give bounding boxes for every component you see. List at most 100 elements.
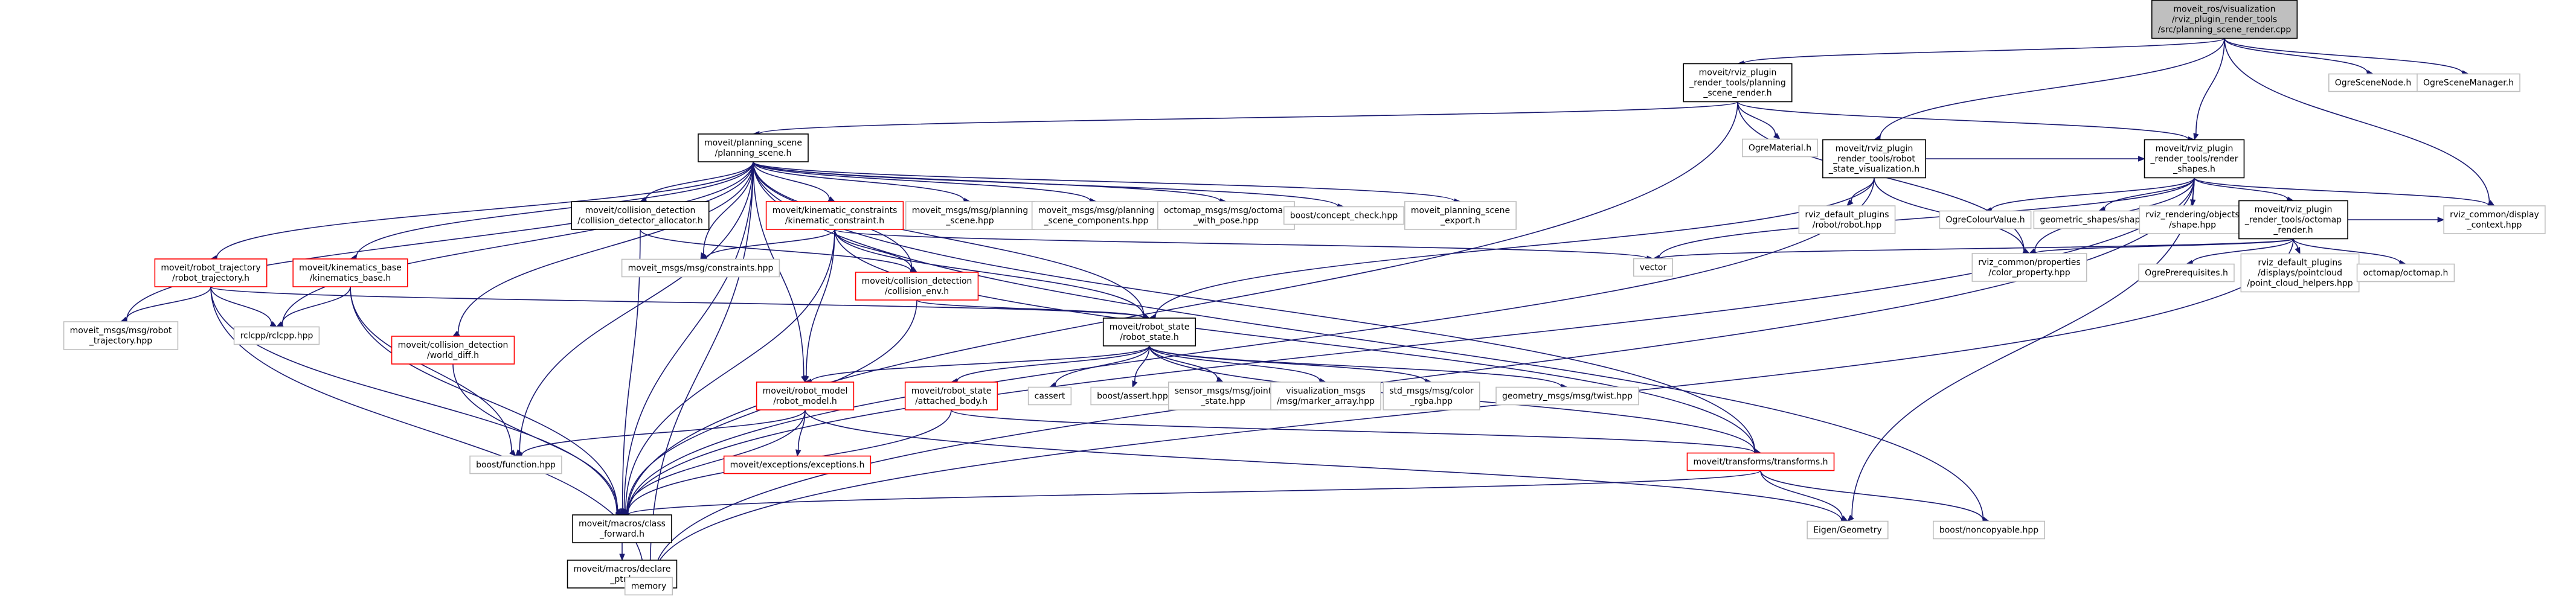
node-box bbox=[1283, 206, 1405, 225]
node-ps[interactable]: moveit/planning_scene/planning_scene.h bbox=[698, 133, 809, 162]
edge-line bbox=[1149, 345, 1218, 380]
node-box bbox=[1157, 201, 1295, 230]
edge-root-psr bbox=[1736, 37, 2225, 66]
node-rgba[interactable]: std_msgs/msg/color_rgba.hpp bbox=[1383, 382, 1480, 410]
node-label-line: octomap_msgs/msg/octomap bbox=[1164, 206, 1288, 215]
node-box bbox=[2356, 263, 2455, 283]
node-label-line: _state.hpp bbox=[1200, 397, 1245, 406]
edge-tf-noncopy bbox=[1760, 470, 1990, 523]
node-cassert[interactable]: cassert bbox=[1027, 386, 1072, 406]
edge-line bbox=[216, 161, 754, 258]
node-pch[interactable]: rviz_default_plugins/displays/pointcloud… bbox=[2240, 253, 2360, 293]
node-label-line: octomap/octomap.h bbox=[2363, 269, 2449, 278]
edge-kb-cf bbox=[350, 286, 623, 516]
edge-line bbox=[1879, 38, 2225, 138]
node-pscmsg[interactable]: moveit_msgs/msg/planning_scene_component… bbox=[1031, 201, 1161, 230]
edge-line bbox=[2194, 177, 2489, 206]
edge-cf-dptr bbox=[619, 543, 625, 561]
graph-edges bbox=[120, 37, 2496, 589]
node-label-line: /robot_trajectory.h bbox=[172, 273, 249, 283]
node-ogreprereq[interactable]: OgrePrerequisites.h bbox=[2138, 263, 2235, 283]
edge-line bbox=[702, 161, 754, 254]
node-rstate[interactable]: moveit/robot_state/robot_state.h bbox=[1102, 318, 1196, 346]
node-psmsg[interactable]: moveit_msgs/msg/planning_scene.hpp bbox=[905, 201, 1035, 230]
edge-line bbox=[623, 161, 754, 509]
node-rmodel[interactable]: moveit/robot_model/robot_model.h bbox=[756, 382, 855, 410]
node-rvizctx[interactable]: rviz_common/display_context.hpp bbox=[2443, 205, 2546, 234]
node-label-line: geometric_shapes/shapes.h bbox=[2040, 215, 2157, 225]
node-psexport[interactable]: moveit_planning_scene_export.h bbox=[1404, 201, 1517, 230]
node-label-line: cassert bbox=[1035, 392, 1065, 401]
node-rsv[interactable]: moveit/rviz_plugin_render_tools/robot_st… bbox=[1822, 139, 1926, 179]
node-exc[interactable]: moveit/exceptions/exceptions.h bbox=[723, 455, 872, 474]
node-rs[interactable]: moveit/rviz_plugin_render_tools/render_s… bbox=[2144, 139, 2245, 179]
node-label-line: OgreMaterial.h bbox=[1749, 144, 1811, 153]
node-label-line: OgreSceneManager.h bbox=[2423, 78, 2514, 88]
node-eigen[interactable]: Eigen/Geometry bbox=[1807, 520, 1889, 540]
edge-arrowhead bbox=[615, 508, 623, 516]
node-tf[interactable]: moveit/transforms/transforms.h bbox=[1686, 452, 1835, 471]
node-rviz_shape[interactable]: rviz_rendering/objects/shape.hpp bbox=[2139, 205, 2246, 234]
node-box bbox=[2328, 73, 2418, 92]
node-rdpr[interactable]: rviz_default_plugins/robot/robot.hpp bbox=[1798, 205, 1896, 234]
node-rtmsg[interactable]: moveit_msgs/msg/robot_trajectory.hpp bbox=[63, 321, 179, 350]
node-memory[interactable]: memory bbox=[624, 576, 673, 596]
edge-line bbox=[2224, 38, 2490, 203]
node-label-line: geometry_msgs/msg/twist.hpp bbox=[1502, 392, 1633, 401]
node-label-line: boost/function.hpp bbox=[476, 461, 556, 470]
node-rtraj[interactable]: moveit/robot_trajectory/robot_trajectory… bbox=[154, 258, 268, 287]
node-wdiff[interactable]: moveit/collision_detection/world_diff.h bbox=[391, 336, 515, 365]
node-label-line: /kinematics_base.h bbox=[310, 273, 391, 283]
edge-line bbox=[2191, 238, 2294, 263]
node-kb[interactable]: moveit/kinematics_base/kinematics_base.h bbox=[292, 258, 408, 287]
node-label-line: moveit/exceptions/exceptions.h bbox=[730, 461, 865, 470]
node-box bbox=[469, 455, 562, 474]
node-concept[interactable]: boost/concept_check.hpp bbox=[1283, 206, 1405, 225]
node-box bbox=[1270, 382, 1381, 410]
node-label-line: /attached_body.h bbox=[915, 397, 988, 406]
node-colorprop[interactable]: rviz_common/properties/color_property.hp… bbox=[1971, 253, 2087, 282]
node-bfunc[interactable]: boost/function.hpp bbox=[469, 455, 562, 474]
node-label-line: _state_visualization.h bbox=[1828, 165, 1919, 174]
node-octomap[interactable]: octomap/octomap.h bbox=[2356, 263, 2455, 283]
node-bassert[interactable]: boost/assert.hpp bbox=[1090, 386, 1175, 406]
node-cf[interactable]: moveit/macros/class_forward.h bbox=[572, 514, 672, 543]
edge-arrowhead bbox=[1847, 514, 1854, 522]
node-box bbox=[2139, 205, 2246, 234]
node-kc[interactable]: moveit/kinematic_constraints/kinematic_c… bbox=[765, 201, 904, 230]
node-box bbox=[624, 576, 673, 596]
node-label-line: rviz_common/display bbox=[2450, 210, 2539, 220]
edge-rtraj-rclcpp bbox=[210, 286, 278, 328]
node-ab[interactable]: moveit/robot_state/attached_body.h bbox=[904, 382, 998, 410]
node-label-line: /robot/robot.hpp bbox=[1813, 220, 1882, 230]
node-ogremgr[interactable]: OgreSceneManager.h bbox=[2417, 73, 2520, 92]
node-noncopy[interactable]: boost/noncopyable.hpp bbox=[1933, 520, 2045, 540]
node-jsmsg[interactable]: sensor_msgs/msg/joint_state.hpp bbox=[1168, 382, 1279, 410]
node-psr[interactable]: moveit/rviz_plugin_render_tools/planning… bbox=[1683, 63, 1793, 103]
edge-rsv-rstate bbox=[1148, 177, 1875, 320]
node-label-line: moveit_planning_scene bbox=[1411, 206, 1510, 215]
node-label-line: moveit/robot_state bbox=[911, 386, 992, 396]
node-ogremat[interactable]: OgreMaterial.h bbox=[1742, 138, 1818, 158]
node-box bbox=[572, 514, 672, 543]
node-label-line: moveit/kinematic_constraints bbox=[772, 206, 898, 215]
node-twist[interactable]: geometry_msgs/msg/twist.hpp bbox=[1495, 386, 1639, 406]
node-label-line: rviz_rendering/objects bbox=[2145, 210, 2239, 220]
node-rclcpp[interactable]: rclcpp/rclcpp.hpp bbox=[233, 326, 320, 345]
node-label-line: OgreSceneNode.h bbox=[2335, 78, 2412, 88]
node-cda[interactable]: moveit/collision_detection/collision_det… bbox=[571, 201, 710, 230]
node-octomsg[interactable]: octomap_msgs/msg/octomap_with_pose.hpp bbox=[1157, 201, 1295, 230]
node-box bbox=[2151, 0, 2298, 39]
node-vector[interactable]: vector bbox=[1633, 258, 1674, 277]
node-ocr[interactable]: moveit/rviz_plugin_render_tools/octomap_… bbox=[2238, 200, 2348, 240]
node-root[interactable]: moveit_ros/visualization/rviz_plugin_ren… bbox=[2151, 0, 2298, 39]
edge-arrowhead bbox=[700, 252, 707, 260]
node-box bbox=[2238, 200, 2348, 240]
node-ogrenode[interactable]: OgreSceneNode.h bbox=[2328, 73, 2418, 92]
node-ogrecv[interactable]: OgreColourValue.h bbox=[1939, 210, 2032, 229]
node-constraints[interactable]: moveit_msgs/msg/constraints.hpp bbox=[621, 258, 780, 278]
edge-rs-ocr bbox=[2194, 177, 2295, 202]
node-marray[interactable]: visualization_msgs/msg/marker_array.hpp bbox=[1270, 382, 1381, 410]
node-ce[interactable]: moveit/collision_detection/collision_env… bbox=[855, 272, 979, 301]
